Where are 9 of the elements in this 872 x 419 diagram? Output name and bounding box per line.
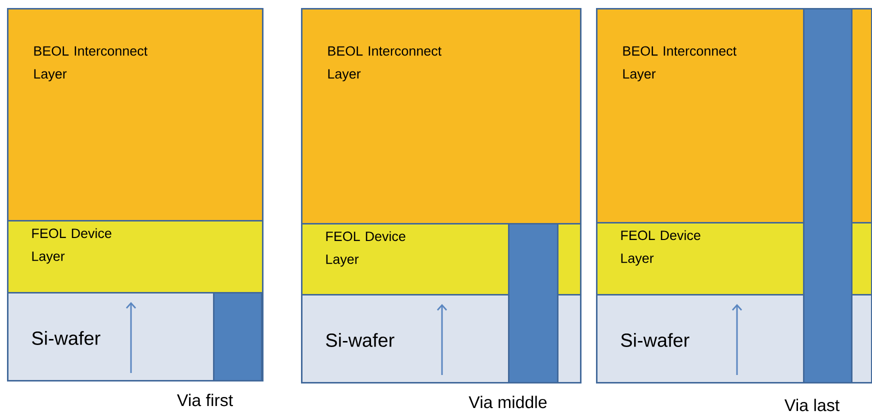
layer-box: FEOL Device Layer bbox=[7, 220, 264, 294]
caption: Via middle bbox=[468, 396, 547, 408]
layer-box: BEOL Interconnect Layer bbox=[7, 8, 264, 222]
caption: Via first bbox=[177, 394, 233, 406]
layer-box: BEOL Interconnect Layer bbox=[301, 8, 582, 224]
via-bar bbox=[803, 8, 852, 384]
via-bar bbox=[508, 223, 558, 384]
via-bar bbox=[213, 292, 262, 382]
caption: Via last bbox=[784, 398, 840, 412]
